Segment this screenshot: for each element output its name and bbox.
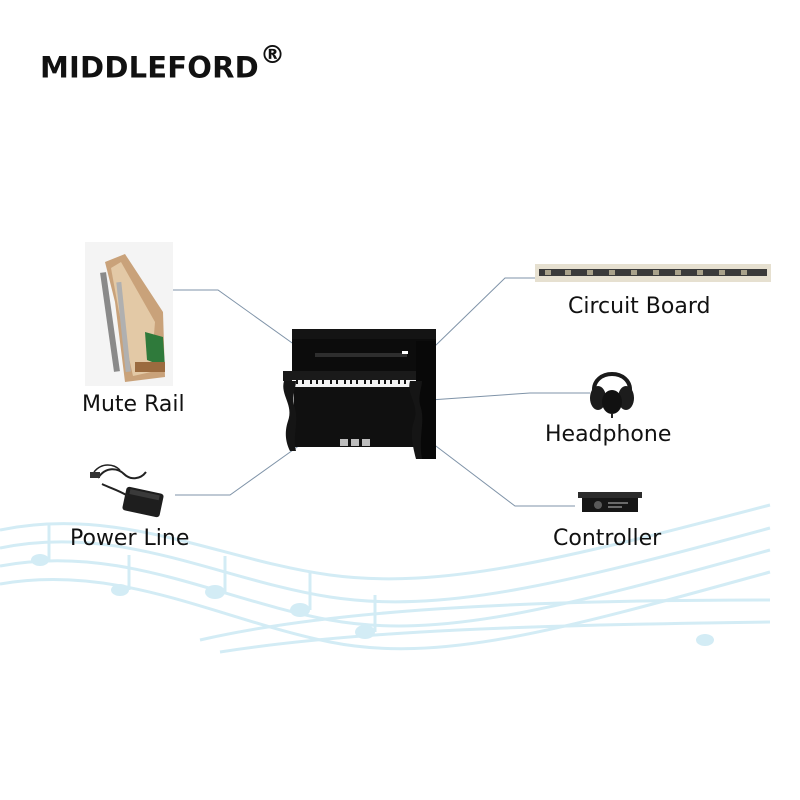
mute-rail-connector (172, 289, 296, 346)
circuit-board-label: Circuit Board (568, 294, 711, 319)
piano-icon (283, 329, 436, 459)
power-line-label: Power Line (70, 526, 190, 551)
controller-box-icon (578, 492, 642, 512)
mute-rail-icon (85, 242, 173, 386)
headphone-label: Headphone (545, 422, 672, 447)
circuit-board-icon (535, 264, 771, 282)
headphone-icon (590, 372, 634, 418)
registered-mark: ® (259, 40, 286, 69)
power-adapter-icon (90, 464, 164, 518)
controller-label: Controller (553, 526, 662, 551)
power-line-connector (175, 444, 301, 496)
mute-rail-label: Mute Rail (82, 392, 185, 417)
headphone-connector (429, 392, 590, 401)
brand-logo: MIDDLEFORD® (40, 40, 285, 85)
brand-name: MIDDLEFORD (40, 50, 259, 85)
